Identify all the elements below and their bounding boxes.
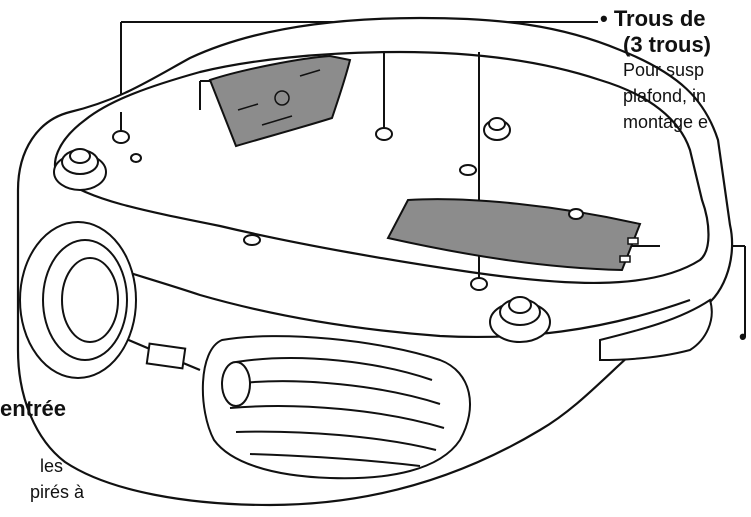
exhaust-grille — [201, 335, 472, 480]
adjustable-feet — [53, 117, 551, 343]
trous-desc-line2: plafond, in — [623, 86, 707, 106]
foot-right — [489, 296, 551, 343]
mounting-holes — [112, 127, 584, 291]
foot-rear — [483, 117, 511, 141]
mounting-hole-right — [470, 277, 488, 291]
trous-title-line1: • Trous de — [600, 6, 706, 31]
trous-desc-line1: Pour susp — [623, 60, 705, 80]
label-plate — [145, 342, 187, 370]
entree-desc-line2: pirés à — [30, 482, 85, 502]
foot-left — [53, 148, 107, 191]
screw-small — [130, 153, 142, 163]
filter-bullet: • — [739, 324, 747, 349]
entree-desc-line1: les — [40, 456, 64, 476]
entree-title: entrée — [0, 396, 67, 421]
mounting-hole-middle — [375, 127, 393, 141]
filter-cover-clips — [619, 237, 639, 263]
trous-desc-line3: montage e — [623, 112, 709, 132]
trous-title-line2: (3 trous) — [623, 32, 711, 57]
rear-panel-details — [237, 69, 321, 126]
right-vent — [599, 298, 713, 362]
lens — [19, 221, 137, 379]
mounting-hole-left — [112, 130, 130, 144]
